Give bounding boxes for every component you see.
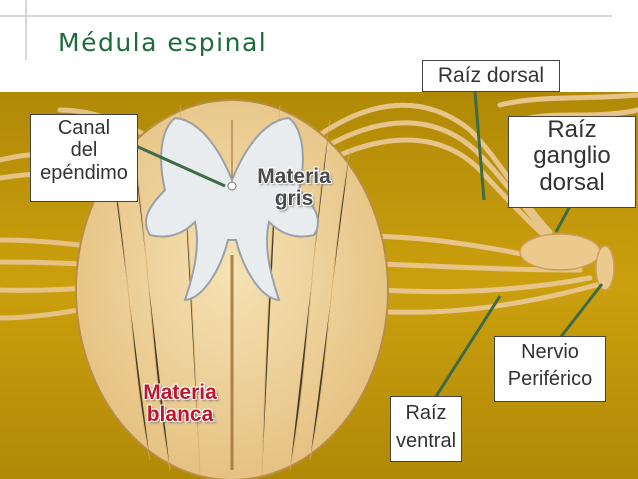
label-ganglio-line-2: ganglio	[533, 142, 611, 170]
label-materia-blanca: Materia blanca	[128, 381, 232, 427]
label-nervio-periferico: Nervio Periférico	[494, 336, 606, 402]
dorsal-root-ganglion	[519, 233, 601, 271]
label-canal-line-1: Canal	[57, 117, 111, 139]
pointer-canal	[135, 144, 226, 188]
pointer-raiz-ventral	[433, 295, 502, 399]
label-blanca-line-2: blanca	[146, 403, 214, 427]
page-title: Médula espinal	[58, 28, 268, 57]
label-ganglio-line-1: Raíz	[547, 116, 597, 143]
label-materia-gris: Materia gris	[248, 165, 340, 211]
label-raiz-ganglio-dorsal: Raíz ganglio dorsal	[508, 116, 636, 208]
label-gris-line-2: gris	[274, 187, 314, 211]
label-canal-line-3: epéndimo	[40, 161, 128, 184]
label-canal-line-2: del	[70, 139, 98, 162]
pointer-nervio	[558, 283, 604, 339]
label-ventral-line-2: ventral	[395, 430, 457, 452]
gray-matter	[145, 116, 319, 302]
label-ventral-line-1: Raíz	[405, 402, 447, 424]
label-ganglio-line-3: dorsal	[539, 168, 605, 196]
label-raiz-ventral: Raíz ventral	[390, 396, 462, 462]
label-raiz-dorsal: Raíz dorsal	[422, 60, 560, 92]
label-gris-line-1: Materia	[257, 165, 331, 188]
pointer-raiz-dorsal	[473, 91, 486, 201]
label-canal-ependimo: Canal del epéndimo	[30, 114, 138, 202]
peripheral-nerve-end	[595, 245, 615, 291]
pointer-lines	[135, 91, 604, 399]
label-nervio-line-2: Periférico	[507, 368, 593, 390]
label-nervio-line-1: Nervio	[521, 341, 579, 363]
central-canal	[227, 181, 237, 191]
label-blanca-line-1: Materia	[143, 381, 217, 404]
pointer-raiz-ganglio	[554, 205, 572, 233]
